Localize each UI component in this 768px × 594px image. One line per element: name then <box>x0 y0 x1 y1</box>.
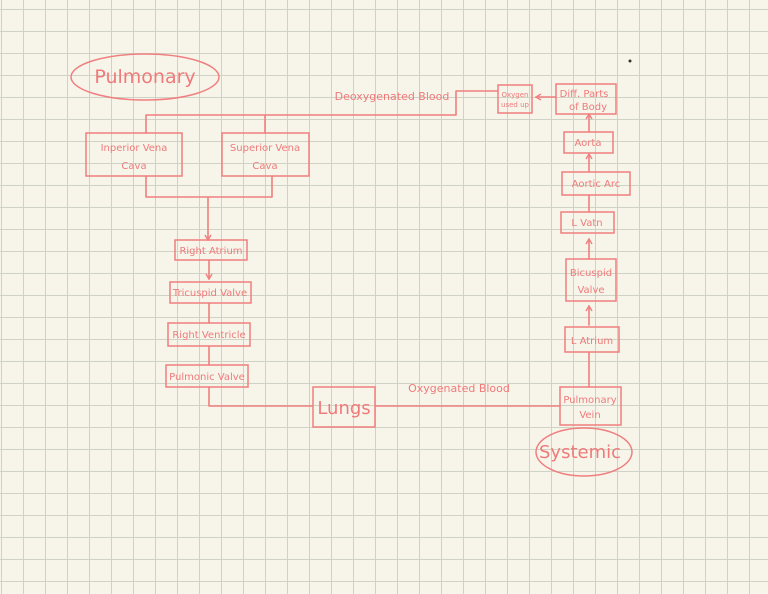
inferior-vena-cava-box: Inperior Vena Cava <box>85 132 183 177</box>
right-ventricle-label: Right Ventricle <box>172 330 245 341</box>
superior-vena-cava-line2: Cava <box>252 161 277 172</box>
superior-vena-cava-line1: Superior Vena <box>230 143 300 154</box>
l-atrium-label: L Atrium <box>571 336 613 347</box>
pulmonary-oval: Pulmonary <box>70 53 220 101</box>
oxygen-used-up-line1: Oxygen <box>502 91 529 99</box>
lungs-box: Lungs <box>312 386 376 428</box>
l-vatn-box: L Vatn <box>560 211 615 234</box>
l-atrium-box: L Atrium <box>564 326 620 353</box>
pulmonic-valve-box: Pulmonic Valve <box>165 364 249 388</box>
lungs-label: Lungs <box>317 398 370 419</box>
aorta-box: Aorta <box>563 131 614 154</box>
tricuspid-valve-box: Tricuspid Valve <box>169 281 252 304</box>
pulmonary-vein-line1: Pulmonary <box>563 395 616 406</box>
tricuspid-valve-label: Tricuspid Valve <box>172 288 247 299</box>
inferior-vena-cava-line1: Inperior Vena <box>101 143 168 154</box>
pulmonic-to-lungs-line <box>208 386 314 407</box>
superior-vena-cava-box: Superior Vena Cava <box>221 132 310 177</box>
systemic-oval: Systemic <box>535 427 633 477</box>
pulmonary-vein-line2: Vein <box>579 410 600 421</box>
bicuspid-valve-line1: Bicuspid <box>570 268 612 279</box>
inferior-vena-cava-line2: Cava <box>121 161 146 172</box>
systemic-label: Systemic <box>539 442 621 463</box>
diff-parts-of-body-box: Diff. Parts of Body <box>555 83 617 115</box>
vena-cava-merge-line <box>145 175 273 240</box>
diff-parts-line1: Diff. Parts <box>560 89 609 100</box>
bicuspid-valve-line2: Valve <box>577 285 604 296</box>
aorta-label: Aorta <box>575 138 602 149</box>
pulmonary-label: Pulmonary <box>94 66 195 88</box>
deoxygenated-blood-label: Deoxygenated Blood <box>335 90 450 103</box>
aortic-arc-box: Aortic Arc <box>561 171 631 196</box>
deoxygenated-return-line <box>145 90 499 134</box>
right-atrium-label: Right Atrium <box>179 246 242 257</box>
oxygen-used-up-box: Oxygen used up <box>497 84 533 114</box>
pulmonic-valve-label: Pulmonic Valve <box>169 372 245 383</box>
right-atrium-box: Right Atrium <box>174 239 248 261</box>
pulmonary-vein-box: Pulmonary Vein <box>559 386 622 426</box>
right-ventricle-box: Right Ventricle <box>167 322 251 347</box>
stray-dot <box>628 59 632 63</box>
aortic-arc-label: Aortic Arc <box>572 179 621 190</box>
l-vatn-label: L Vatn <box>571 218 602 229</box>
diff-parts-line2: of Body <box>569 102 607 113</box>
bicuspid-valve-box: Bicuspid Valve <box>565 258 617 302</box>
oxygen-used-up-line2: used up <box>501 101 529 109</box>
oxygenated-blood-label: Oxygenated Blood <box>408 382 510 395</box>
